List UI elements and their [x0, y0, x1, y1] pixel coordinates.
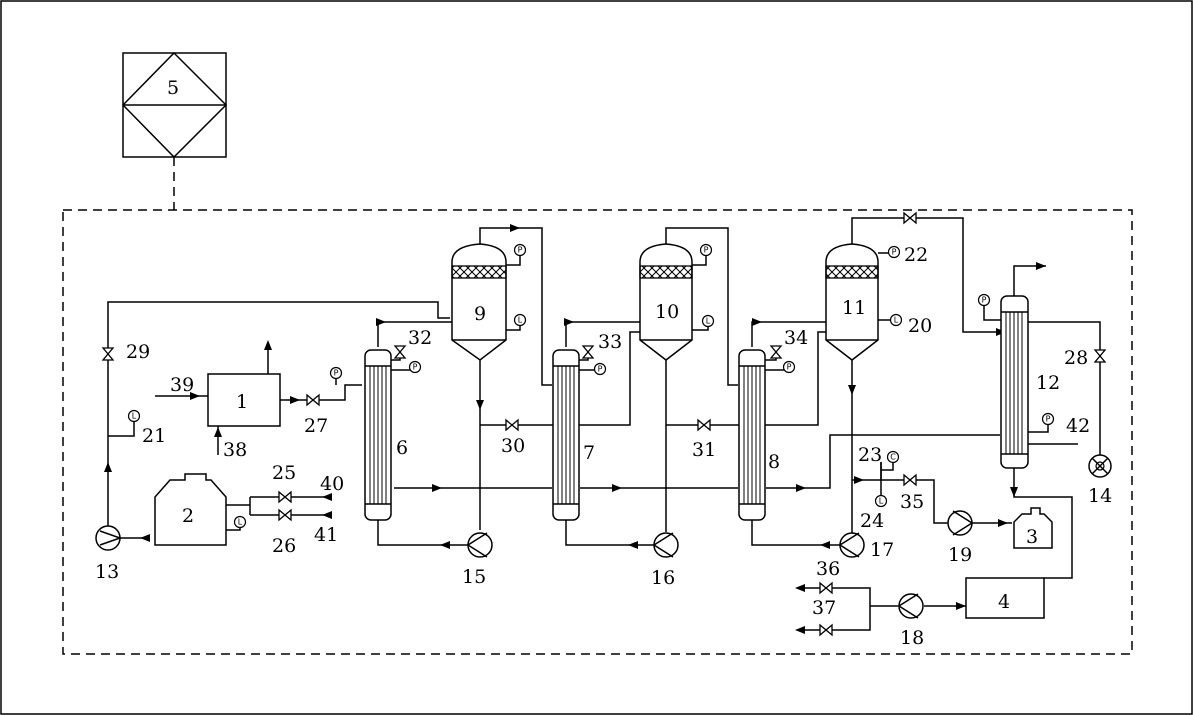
label-37: 37 [812, 597, 836, 619]
svg-text:P: P [334, 369, 339, 378]
pressure-gauge-27: P [329, 366, 343, 380]
label-9: 9 [474, 303, 486, 325]
pump-13 [95, 525, 123, 551]
label-22: 22 [904, 244, 928, 266]
svg-text:P: P [518, 246, 523, 255]
separator-11 [825, 243, 879, 361]
svg-text:P: P [892, 248, 897, 257]
pressure-gauge-6: P [408, 360, 422, 374]
control-system-5 [121, 51, 228, 159]
pressure-gauge-10: P [699, 243, 713, 257]
tank-2 [154, 473, 227, 546]
svg-text:P: P [787, 363, 792, 372]
level-gauge-10: L [701, 314, 715, 328]
label-16: 16 [651, 567, 675, 589]
flow-arrows [104, 224, 1046, 634]
heater-7 [552, 349, 580, 521]
pump-16 [652, 532, 679, 558]
label-1: 1 [236, 391, 248, 413]
pump-15 [466, 532, 493, 558]
label-34: 34 [784, 327, 808, 349]
label-21: 21 [142, 425, 166, 447]
label-12: 12 [1036, 372, 1060, 394]
level-gauge-24: L [874, 494, 888, 508]
pressure-gauge-12: P [977, 293, 991, 307]
svg-text:L: L [132, 412, 137, 421]
label-5: 5 [167, 77, 179, 99]
label-42: 42 [1066, 415, 1090, 437]
label-27: 27 [304, 415, 328, 437]
equipment-4 [965, 577, 1045, 619]
svg-text:L: L [238, 518, 243, 527]
label-17: 17 [870, 539, 894, 561]
label-28: 28 [1064, 347, 1088, 369]
svg-text:P: P [413, 363, 418, 372]
level-gauge-2: L [233, 515, 247, 529]
svg-text:L: L [518, 316, 523, 325]
level-gauge-9: L [513, 313, 527, 327]
pressure-gauge-8: P [782, 360, 796, 374]
label-24: 24 [860, 510, 884, 532]
svg-text:C: C [890, 453, 896, 462]
pressure-gauge-42: P [1041, 412, 1055, 426]
label-40: 40 [320, 473, 344, 495]
label-30: 30 [501, 435, 525, 457]
svg-text:L: L [894, 316, 899, 325]
label-6: 6 [396, 437, 408, 459]
label-15: 15 [462, 566, 486, 588]
label-2: 2 [182, 505, 194, 527]
label-26: 26 [272, 535, 296, 557]
label-3: 3 [1026, 526, 1038, 548]
pump-17 [838, 532, 865, 558]
level-gauge-21: L [127, 409, 141, 423]
level-gauge-20: L [889, 313, 903, 327]
label-23: 23 [858, 444, 882, 466]
label-33: 33 [598, 331, 622, 353]
label-8: 8 [768, 451, 780, 473]
svg-text:P: P [982, 296, 987, 305]
svg-text:P: P [1046, 415, 1051, 424]
label-13: 13 [95, 561, 119, 583]
label-29: 29 [126, 341, 150, 363]
svg-text:P: P [598, 365, 603, 374]
separator-9 [451, 243, 507, 361]
pressure-gauge-9: P [513, 243, 527, 257]
label-41: 41 [314, 524, 338, 546]
label-31: 31 [692, 439, 716, 461]
label-19: 19 [948, 544, 972, 566]
pump-18 [897, 593, 924, 619]
condenser-12 [1000, 295, 1029, 469]
fan-14 [1088, 454, 1112, 478]
heater-8 [738, 349, 766, 521]
pressure-gauge-22: P [887, 245, 901, 259]
pressure-gauge-7: P [593, 362, 607, 376]
label-10: 10 [655, 301, 679, 323]
tank-3 [1013, 507, 1053, 549]
label-20: 20 [908, 315, 932, 337]
label-11: 11 [842, 297, 866, 319]
label-36: 36 [816, 558, 840, 580]
concentration-meter-23: C [886, 450, 900, 464]
label-38: 38 [223, 439, 247, 461]
pump-19 [947, 510, 974, 536]
label-14: 14 [1088, 485, 1112, 507]
svg-text:L: L [879, 497, 884, 506]
labels: 5 1 2 3 4 6 7 8 9 10 11 12 13 14 15 16 1… [95, 77, 1112, 649]
svg-text:L: L [706, 317, 711, 326]
control-boundary [62, 209, 1133, 655]
label-18: 18 [900, 627, 924, 649]
label-25: 25 [272, 462, 296, 484]
label-32: 32 [408, 327, 432, 349]
heater-6 [364, 349, 392, 521]
separator-10 [639, 243, 693, 361]
label-7: 7 [583, 442, 595, 464]
label-35: 35 [900, 491, 924, 513]
svg-text:P: P [704, 246, 709, 255]
label-4: 4 [998, 591, 1010, 613]
label-39: 39 [170, 374, 194, 396]
equipment-1 [207, 373, 281, 427]
